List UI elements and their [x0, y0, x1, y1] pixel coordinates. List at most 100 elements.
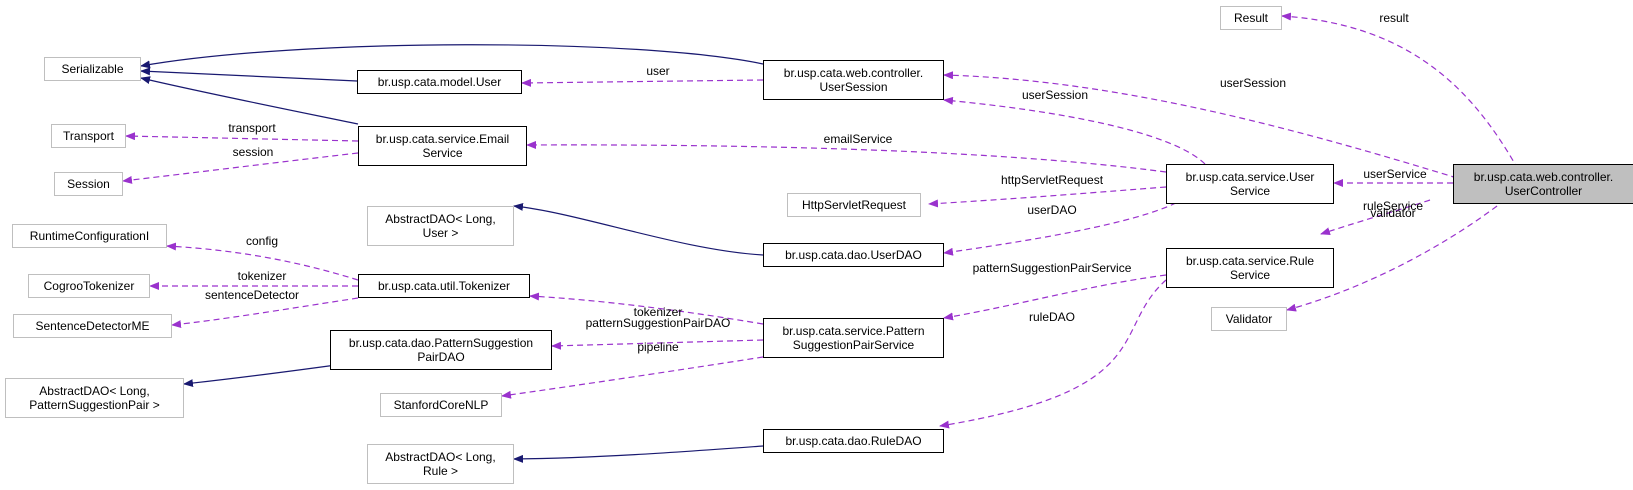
class-name-line: Rule >	[422, 464, 459, 478]
class-name-line: RuntimeConfigurationI	[29, 229, 150, 243]
edge-emailservice-serializable	[140, 76, 359, 125]
edge-modeluser-serializable	[140, 67, 358, 82]
class-cogroo-tokenizer[interactable]: CogrooTokenizer	[28, 274, 150, 298]
class-abstractdao-user[interactable]: AbstractDAO< Long,User >	[367, 206, 514, 246]
class-rule-dao[interactable]: br.usp.cata.dao.RuleDAO	[763, 429, 944, 453]
edge-rule-dao	[939, 279, 1167, 429]
class-stanford-nlp[interactable]: StanfordCoreNLP	[380, 393, 502, 417]
class-name-line: Transport	[63, 129, 114, 143]
class-name-line: br.usp.cata.dao.PatternSuggestion	[348, 336, 534, 350]
class-name-line: Service	[1229, 184, 1270, 198]
edge-label-email-service: emailService	[823, 132, 893, 146]
class-name-line: SuggestionPairService	[792, 338, 915, 352]
class-name-line: PairDAO	[417, 350, 465, 364]
class-name-line: br.usp.cata.service.Pattern	[782, 324, 925, 338]
class-abstractdao-pair[interactable]: AbstractDAO< Long,PatternSuggestionPair …	[5, 378, 184, 418]
class-name-line: br.usp.cata.util.Tokenizer	[377, 279, 511, 293]
class-name-line: Service	[1229, 268, 1270, 282]
edge-transport	[125, 132, 359, 142]
class-session[interactable]: Session	[54, 172, 123, 196]
class-name-line: br.usp.cata.web.controller.	[783, 66, 924, 80]
class-name-line: Service	[422, 146, 463, 160]
edge-label-http-request: httpServletRequest	[1000, 173, 1104, 187]
class-validator[interactable]: Validator	[1211, 307, 1287, 331]
class-name-line: AbstractDAO< Long,	[385, 450, 496, 464]
class-name-line: Serializable	[61, 62, 124, 76]
class-runtime-config[interactable]: RuntimeConfigurationI	[12, 224, 167, 248]
class-user-session[interactable]: br.usp.cata.web.controller.UserSession	[763, 60, 944, 100]
class-transport[interactable]: Transport	[51, 124, 126, 148]
class-name-line: Session	[67, 177, 110, 191]
class-sentence-detector[interactable]: SentenceDetectorME	[13, 314, 172, 338]
class-tokenizer[interactable]: br.usp.cata.util.Tokenizer	[358, 274, 530, 298]
edge-label-validator: validator	[1370, 206, 1416, 220]
edge-label-result: result	[1379, 11, 1409, 25]
edge-label-sentence-detector: sentenceDetector	[204, 288, 300, 302]
edge-label-session: session	[232, 145, 274, 159]
edge-pattern-pair-dao	[551, 339, 764, 350]
class-user-controller[interactable]: br.usp.cata.web.controller.UserControlle…	[1453, 164, 1633, 204]
edge-sentence-detector	[171, 297, 359, 329]
edge-label-transport: transport	[228, 121, 276, 135]
class-name-line: CogrooTokenizer	[43, 279, 135, 293]
edge-email-service	[526, 140, 1167, 173]
class-result[interactable]: Result	[1220, 6, 1282, 30]
class-name-line: br.usp.cata.service.User	[1185, 170, 1315, 184]
class-name-line: Result	[1233, 11, 1268, 25]
class-name-line: PatternSuggestionPair >	[29, 398, 160, 412]
edge-ruledao-abstractdao	[513, 445, 764, 463]
edge-label-user-service: userService	[1363, 167, 1427, 181]
edge-label-user-dao: userDAO	[1027, 203, 1077, 217]
edge-label-usersession-service: userSession	[1021, 88, 1089, 102]
edge-pattern-pair-service	[943, 274, 1167, 321]
class-name-line: AbstractDAO< Long,	[39, 384, 150, 398]
class-user-dao[interactable]: br.usp.cata.dao.UserDAO	[763, 243, 944, 267]
edge-label-tokenizer-pair: tokenizer	[633, 305, 683, 319]
edge-label-pattern-pair-service: patternSuggestionPairService	[972, 261, 1132, 275]
edge-rule-service	[1320, 199, 1431, 236]
edge-user	[521, 78, 764, 87]
edge-tokenizer-pair	[529, 292, 764, 325]
class-name-line: br.usp.cata.service.Rule	[1185, 254, 1315, 268]
edge-label-usersession-controller: userSession	[1219, 76, 1287, 90]
edge-label-tokenizer-util: tokenizer	[237, 269, 287, 283]
class-model-user[interactable]: br.usp.cata.model.User	[357, 70, 522, 94]
edge-http-request	[928, 186, 1167, 208]
class-abstractdao-rule[interactable]: AbstractDAO< Long,Rule >	[367, 444, 514, 484]
class-name-line: User >	[422, 226, 459, 240]
class-name-line: UserController	[1504, 184, 1583, 198]
class-name-line: UserSession	[819, 80, 888, 94]
edge-userdao-abstractdao	[513, 202, 764, 256]
class-name-line: br.usp.cata.dao.UserDAO	[785, 248, 922, 262]
edge-label-rule-service: ruleService	[1362, 199, 1424, 213]
class-http-request[interactable]: HttpServletRequest	[787, 193, 921, 217]
edge-label-user: user	[646, 64, 670, 78]
class-name-line: HttpServletRequest	[801, 198, 907, 212]
edge-label-config: config	[245, 234, 279, 248]
class-name-line: br.usp.cata.service.Email	[375, 132, 510, 146]
class-name-line: Validator	[1225, 312, 1273, 326]
class-name-line: br.usp.cata.web.controller.	[1473, 170, 1614, 184]
edge-pipeline	[501, 356, 764, 399]
edge-validator	[1286, 199, 1506, 312]
class-name-line: StanfordCoreNLP	[393, 398, 489, 412]
class-name-line: br.usp.cata.model.User	[377, 75, 502, 89]
class-name-line: br.usp.cata.dao.RuleDAO	[785, 434, 922, 448]
class-name-line: SentenceDetectorME	[35, 319, 150, 333]
edge-usersession-service	[943, 96, 1206, 165]
edge-config	[166, 242, 359, 281]
class-serializable[interactable]: Serializable	[44, 57, 141, 81]
edge-label-pipeline: pipeline	[637, 340, 679, 354]
class-name-line: AbstractDAO< Long,	[385, 212, 496, 226]
edge-result	[1281, 12, 1524, 179]
edge-label-pattern-pair-dao: patternSuggestionPairDAO	[585, 316, 731, 330]
edge-label-rule-dao: ruleDAO	[1028, 310, 1076, 324]
edge-usersession-controller	[943, 71, 1458, 179]
